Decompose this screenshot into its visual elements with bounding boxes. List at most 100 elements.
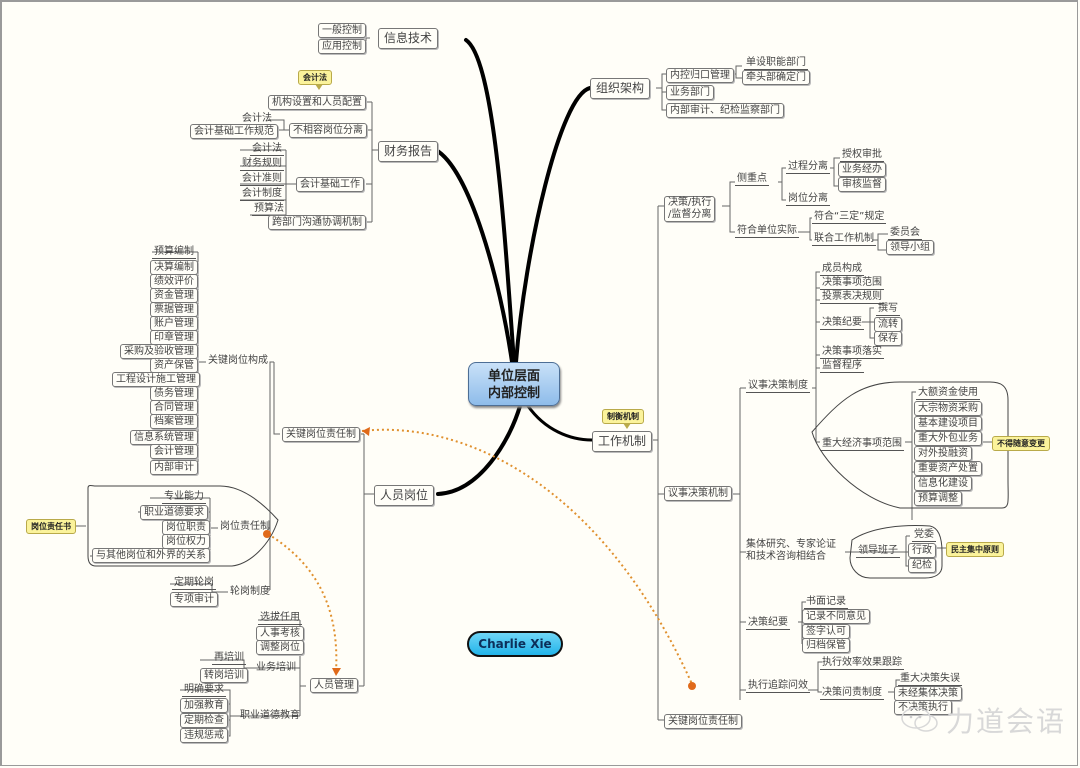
basics-item[interactable]: 财务规则 — [240, 158, 284, 171]
major-item[interactable]: 对外投融资 — [914, 446, 972, 461]
org-internal[interactable]: 内控归口管理 — [666, 68, 734, 83]
topic-it[interactable]: 信息技术 — [378, 28, 439, 49]
finance-basics[interactable]: 会计基础工作 — [296, 177, 364, 192]
finance-org-setup[interactable]: 机构设置和人员配置 — [268, 95, 366, 110]
org-internal-item[interactable]: 牵头部确定门 — [742, 70, 810, 85]
hr-item[interactable]: 调整岗位 — [256, 640, 304, 655]
org-business[interactable]: 业务部门 — [666, 85, 714, 100]
fit-sanding[interactable]: 符合“三定”规定 — [812, 211, 887, 224]
basics-item[interactable]: 预算法 — [252, 203, 286, 216]
resp-item[interactable]: 岗位职责 — [162, 520, 210, 535]
record-item[interactable]: 归档保管 — [802, 638, 850, 653]
composition-item[interactable]: 绩效评价 — [150, 274, 198, 289]
key-composition[interactable]: 关键岗位构成 — [208, 355, 268, 366]
major-item[interactable]: 预算调整 — [914, 491, 962, 506]
process-item[interactable]: 审核监督 — [838, 177, 886, 192]
composition-item[interactable]: 资产保管 — [150, 358, 198, 373]
minutes-item[interactable]: 保存 — [874, 331, 902, 346]
resp-item[interactable]: 职业道德要求 — [140, 505, 208, 520]
composition-item[interactable]: 采购及验收管理 — [120, 344, 198, 359]
composition-item[interactable]: 预算编制 — [152, 246, 196, 259]
minutes-item[interactable]: 流转 — [874, 317, 902, 332]
decision-system[interactable]: 议事决策制度 — [746, 380, 810, 393]
basics-item[interactable]: 会计法 — [250, 143, 284, 156]
work-separation[interactable]: 决策/执行 /监督分离 — [664, 196, 716, 222]
system-item[interactable]: 决策事项落实 — [820, 346, 884, 359]
ethics-item[interactable]: 定期检查 — [180, 713, 228, 728]
hr-ethics[interactable]: 职业道德教育 — [240, 710, 300, 721]
central-topic[interactable]: 单位层面 内部控制 — [468, 362, 560, 406]
leader-item[interactable]: 党委 — [912, 529, 936, 542]
record-item[interactable]: 书面记录 — [804, 596, 848, 609]
composition-item[interactable]: 资金管理 — [150, 288, 198, 303]
joint-item[interactable]: 领导小组 — [886, 240, 934, 255]
separation-item[interactable]: 会计基础工作规范 — [190, 124, 278, 139]
record-item[interactable]: 签字认可 — [802, 624, 850, 639]
record-item[interactable]: 记录不同意见 — [802, 609, 870, 624]
it-item[interactable]: 一般控制 — [318, 23, 366, 38]
accountability-item[interactable]: 重大决策失误 — [898, 673, 962, 686]
ethics-item[interactable]: 违规惩戒 — [180, 728, 228, 743]
staff-key[interactable]: 关键岗位责任制 — [282, 427, 360, 442]
leader-item[interactable]: 纪检 — [908, 558, 936, 573]
decision-record[interactable]: 决策纪要 — [746, 617, 790, 630]
sep-focus[interactable]: 侧重点 — [735, 173, 769, 186]
process-item[interactable]: 授权审批 — [840, 149, 884, 162]
it-item[interactable]: 应用控制 — [318, 39, 366, 54]
ethics-item[interactable]: 加强教育 — [180, 698, 228, 713]
collective-leader[interactable]: 领导班子 — [856, 545, 900, 558]
training-item[interactable]: 再培训 — [212, 652, 246, 665]
resp-item[interactable]: 与其他岗位和外界的关系 — [92, 548, 210, 563]
composition-item[interactable]: 决算编制 — [150, 260, 198, 275]
work-key-post[interactable]: 关键岗位责任制 — [664, 714, 742, 729]
fit-joint[interactable]: 联合工作机制 — [812, 233, 876, 246]
composition-item[interactable]: 合同管理 — [150, 400, 198, 415]
basics-item[interactable]: 会计制度 — [240, 188, 284, 201]
topic-work[interactable]: 工作机制 — [592, 431, 653, 452]
major-item[interactable]: 大宗物资采购 — [914, 401, 982, 416]
training-item[interactable]: 转岗培训 — [200, 668, 248, 683]
major-item[interactable]: 重大外包业务 — [914, 431, 982, 446]
rotation-item[interactable]: 专项审计 — [170, 592, 218, 607]
accountability-item[interactable]: 不决策执行 — [894, 700, 952, 715]
finance-separation[interactable]: 不相容岗位分离 — [289, 123, 367, 138]
accountability-item[interactable]: 未经集体决策 — [894, 686, 962, 701]
org-audit[interactable]: 内部审计、纪检监察部门 — [666, 103, 784, 118]
system-item[interactable]: 成员构成 — [820, 263, 864, 276]
composition-item[interactable]: 内部审计 — [150, 460, 198, 475]
topic-org[interactable]: 组织架构 — [590, 78, 651, 99]
resp-item[interactable]: 岗位权力 — [162, 534, 210, 549]
major-item[interactable]: 重要资产处置 — [914, 461, 982, 476]
leader-item[interactable]: 行政 — [908, 543, 936, 558]
joint-item[interactable]: 委员会 — [888, 227, 922, 240]
major-item[interactable]: 信息化建设 — [914, 476, 972, 491]
system-item[interactable]: 监督程序 — [820, 360, 864, 373]
resp-item[interactable]: 专业能力 — [162, 491, 206, 504]
focus-post[interactable]: 岗位分离 — [786, 193, 830, 206]
work-decision[interactable]: 议事决策机制 — [664, 486, 732, 501]
staff-hr[interactable]: 人员管理 — [310, 678, 358, 693]
composition-item[interactable]: 会计管理 — [150, 444, 198, 459]
composition-item[interactable]: 档案管理 — [150, 414, 198, 429]
composition-item[interactable]: 账户管理 — [150, 316, 198, 331]
composition-item[interactable]: 信息系统管理 — [130, 430, 198, 445]
composition-item[interactable]: 债务管理 — [150, 386, 198, 401]
system-item[interactable]: 投票表决规则 — [820, 291, 884, 304]
process-item[interactable]: 业务经办 — [838, 162, 886, 177]
tracking-accountability[interactable]: 决策问责制度 — [820, 687, 884, 700]
system-minutes[interactable]: 决策纪要 — [820, 317, 864, 330]
author-badge[interactable]: Charlie Xie — [467, 631, 563, 657]
sep-fit[interactable]: 符合单位实际 — [735, 225, 799, 238]
decision-tracking[interactable]: 执行追踪问效 — [746, 680, 810, 693]
minutes-item[interactable]: 撰写 — [876, 303, 900, 316]
ethics-item[interactable]: 明确要求 — [182, 684, 226, 697]
tracking-efficiency[interactable]: 执行效率效果跟踪 — [820, 657, 904, 670]
decision-collective[interactable]: 集体研究、专家论证 和技术咨询相结合 — [746, 539, 836, 563]
composition-item[interactable]: 工程设计施工管理 — [112, 372, 200, 387]
hr-item[interactable]: 选拔任用 — [258, 612, 302, 625]
basics-item[interactable]: 会计准则 — [240, 173, 284, 186]
org-internal-item[interactable]: 单设职能部门 — [744, 57, 808, 70]
composition-item[interactable]: 印章管理 — [150, 330, 198, 345]
major-item[interactable]: 大额资金使用 — [916, 387, 980, 400]
topic-finance[interactable]: 财务报告 — [378, 141, 439, 162]
